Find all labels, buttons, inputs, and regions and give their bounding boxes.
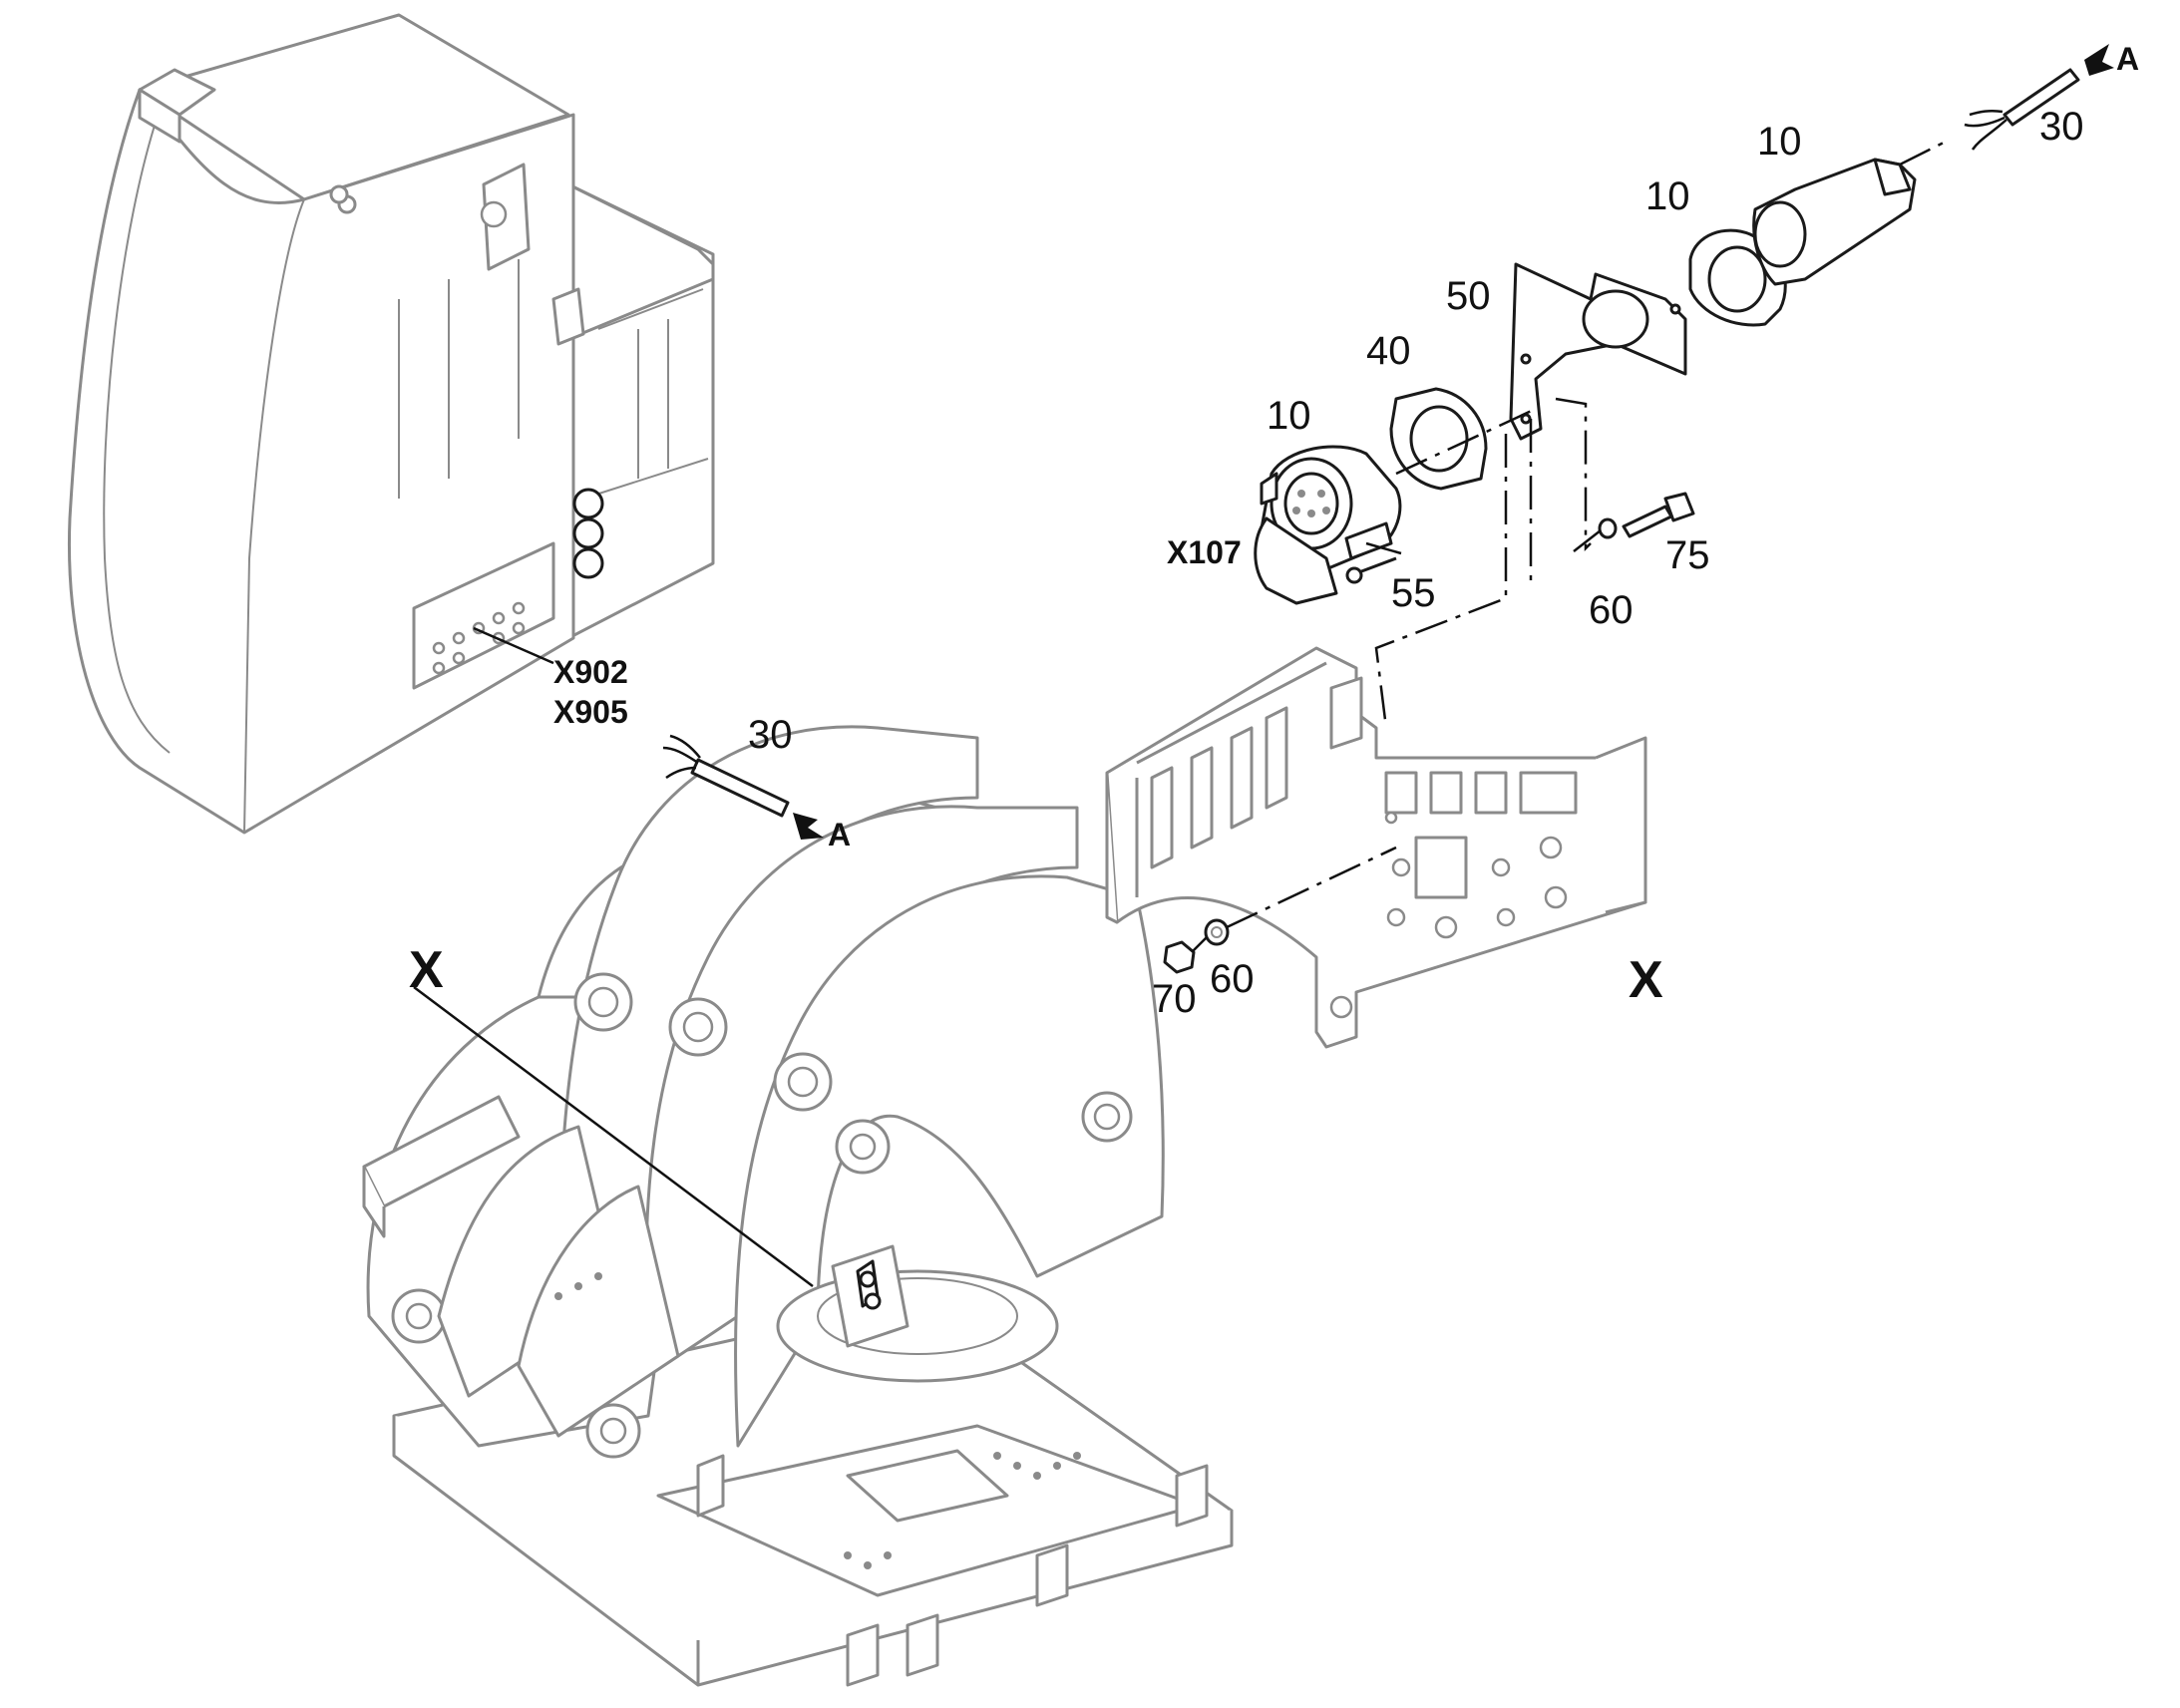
label-ref-a-top: A bbox=[2116, 41, 2139, 77]
label-item-50: 50 bbox=[1446, 274, 1491, 318]
label-item-60-top: 60 bbox=[1589, 588, 1634, 632]
label-ref-a-cable: A bbox=[828, 817, 851, 853]
cable-lower bbox=[662, 734, 824, 840]
label-item-40: 40 bbox=[1366, 329, 1411, 373]
label-item-55: 55 bbox=[1391, 571, 1436, 615]
cable-top bbox=[1964, 44, 2114, 151]
cab-assembly bbox=[67, 13, 715, 835]
label-item-70: 70 bbox=[1152, 977, 1197, 1021]
label-connector-x107: X107 bbox=[1167, 534, 1242, 570]
label-item-30-cable: 30 bbox=[748, 713, 793, 757]
label-item-10-socket: 10 bbox=[1267, 394, 1311, 438]
socket-assembly bbox=[1163, 158, 1917, 974]
label-detail-x-bracket: X bbox=[1629, 951, 1663, 1009]
label-connector-x902: X902 bbox=[553, 654, 628, 690]
label-detail-x-machine: X bbox=[409, 941, 444, 999]
label-item-75: 75 bbox=[1665, 533, 1710, 577]
label-item-30-top: 30 bbox=[2039, 105, 2084, 149]
leader-lines bbox=[413, 138, 1951, 1287]
label-item-10-flange: 10 bbox=[1645, 174, 1690, 218]
label-item-60-bottom: 60 bbox=[1210, 957, 1255, 1001]
machine-frame bbox=[362, 725, 1234, 1687]
label-item-10-housing: 10 bbox=[1757, 120, 1802, 164]
mounting-bracket bbox=[1105, 646, 1647, 1049]
label-connector-x905: X905 bbox=[553, 694, 628, 730]
callout-labels: 10 10 10 30 30 40 50 55 60 60 70 75 X107… bbox=[409, 41, 2139, 1021]
